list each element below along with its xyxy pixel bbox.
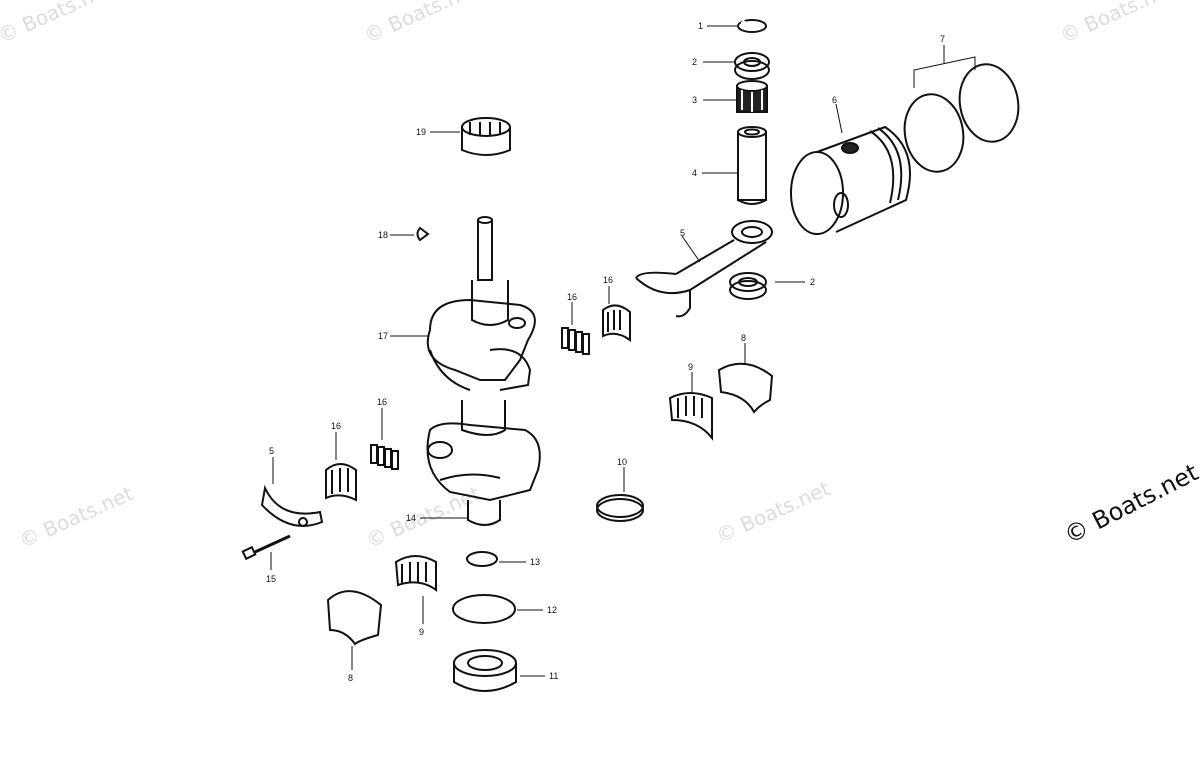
snap-ring-part[interactable] [737, 19, 767, 33]
bearing-half-part[interactable] [668, 392, 713, 441]
woodruff-key-part[interactable] [416, 226, 430, 242]
callout-3: 3 [692, 95, 697, 105]
callout-12: 12 [547, 605, 557, 615]
retaining-ring-part[interactable] [596, 494, 644, 522]
thrust-washer-part[interactable] [734, 52, 770, 80]
callout-17: 17 [378, 331, 388, 341]
callout-5b: 5 [269, 446, 274, 456]
piston-part[interactable] [790, 125, 911, 235]
lower-main-bearing-part[interactable] [453, 649, 517, 692]
callout-5: 5 [680, 228, 685, 238]
main-bearing-shell-part[interactable] [717, 362, 774, 414]
rod-needle-cage-part[interactable] [325, 463, 357, 502]
callout-9a: 9 [688, 362, 693, 372]
callout-4: 4 [692, 168, 697, 178]
callout-16b: 16 [603, 275, 613, 285]
needle-rollers-part[interactable] [370, 444, 399, 470]
callout-1: 1 [698, 21, 703, 31]
rod-cap-part[interactable] [260, 484, 324, 527]
thrust-washer-part[interactable] [729, 272, 767, 300]
main-bearing-shell-part[interactable] [326, 590, 383, 646]
callout-18: 18 [378, 230, 388, 240]
bearing-half-part[interactable] [394, 555, 437, 592]
callout-6: 6 [832, 95, 837, 105]
callout-2: 2 [692, 57, 697, 67]
callout-7: 7 [940, 34, 945, 44]
o-ring-large-part[interactable] [452, 594, 516, 624]
rod-bolt-part[interactable] [241, 534, 291, 561]
callout-9b: 9 [419, 627, 424, 637]
rod-needle-cage-part[interactable] [602, 304, 631, 342]
callout-16a: 16 [567, 292, 577, 302]
callout-11: 11 [549, 671, 558, 681]
callout-19: 19 [416, 127, 426, 137]
callout-8a: 8 [741, 333, 746, 343]
o-ring-small-part[interactable] [466, 551, 498, 567]
needle-rollers-part[interactable] [561, 327, 590, 355]
callout-8b: 8 [348, 673, 353, 683]
wrist-pin-needle-bearing-part[interactable] [736, 80, 768, 113]
callout-14: 14 [406, 513, 416, 523]
callout-10: 10 [617, 457, 627, 467]
callout-15: 15 [266, 574, 276, 584]
wrist-pin-part[interactable] [737, 126, 767, 205]
callout-16c: 16 [377, 397, 387, 407]
callout-2b: 2 [810, 277, 815, 287]
connecting-rod-part[interactable] [635, 220, 773, 318]
crankshaft-part[interactable] [426, 216, 541, 526]
piston-rings-part[interactable] [899, 60, 1025, 177]
callout-16d: 16 [331, 421, 341, 431]
callout-13: 13 [530, 557, 540, 567]
upper-main-bearing-part[interactable] [461, 117, 511, 156]
